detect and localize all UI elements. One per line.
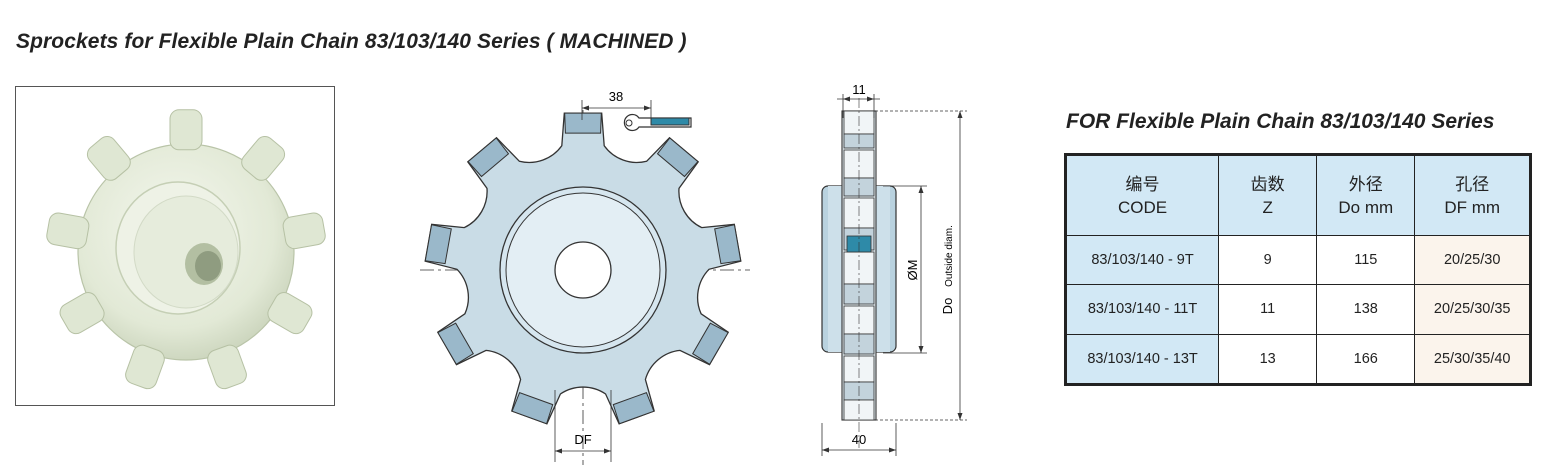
cell-code: 83/103/140 - 11T [1064,284,1220,335]
cell-df: 25/30/35/40 [1414,333,1531,386]
dim-do-label: Do [940,298,955,315]
cell-df: 20/25/30/35 [1414,284,1531,335]
tooth-tip [467,137,510,178]
sprocket-side-drawing: 11 40 ØM Do Outside diam. [795,78,985,469]
tooth-tip [437,322,474,365]
cell-z: 11 [1218,284,1318,335]
cell-do: 166 [1316,333,1416,386]
dim-df-label: DF [574,432,591,447]
dim-38-label: 38 [609,89,623,104]
cell-do: 115 [1316,234,1416,286]
tooth-tip [692,322,729,365]
sprocket-front-drawing: 38 DF [415,80,775,469]
bore-hole [554,241,612,299]
tooth-tip [511,391,554,425]
tooth-tip [564,112,602,134]
table-row: 83/103/140 - 13T 13 166 25/30/35/40 [1064,333,1531,386]
cell-code: 83/103/140 - 9T [1064,234,1220,286]
chain-link-icon [623,113,692,132]
dim-40-label: 40 [852,432,866,447]
sprocket-outline [424,112,742,425]
page-title: Sprockets for Flexible Plain Chain 83/10… [16,30,687,53]
sprocket-photo-graphic [46,109,326,390]
product-photo [15,86,335,406]
cell-df: 20/25/30 [1414,234,1531,286]
cell-z: 9 [1218,234,1318,286]
dim-11-label: 11 [852,82,866,97]
tooth-tip [424,224,452,265]
cell-code: 83/103/140 - 13T [1064,333,1220,386]
cell-do: 138 [1316,284,1416,335]
cell-z: 13 [1218,333,1318,386]
tooth-tip [612,391,655,425]
dim-outside-note: Outside diam. [944,225,955,287]
tooth-tip [714,224,742,265]
table-row: 83/103/140 - 11T 11 138 20/25/30/35 [1064,284,1531,335]
table-title: FOR Flexible Plain Chain 83/103/140 Seri… [1066,110,1495,133]
table-row: 83/103/140 - 9T 9 115 20/25/30 [1064,234,1531,286]
dim-om-label: ØM [905,260,920,281]
tooth-tip [656,137,699,178]
